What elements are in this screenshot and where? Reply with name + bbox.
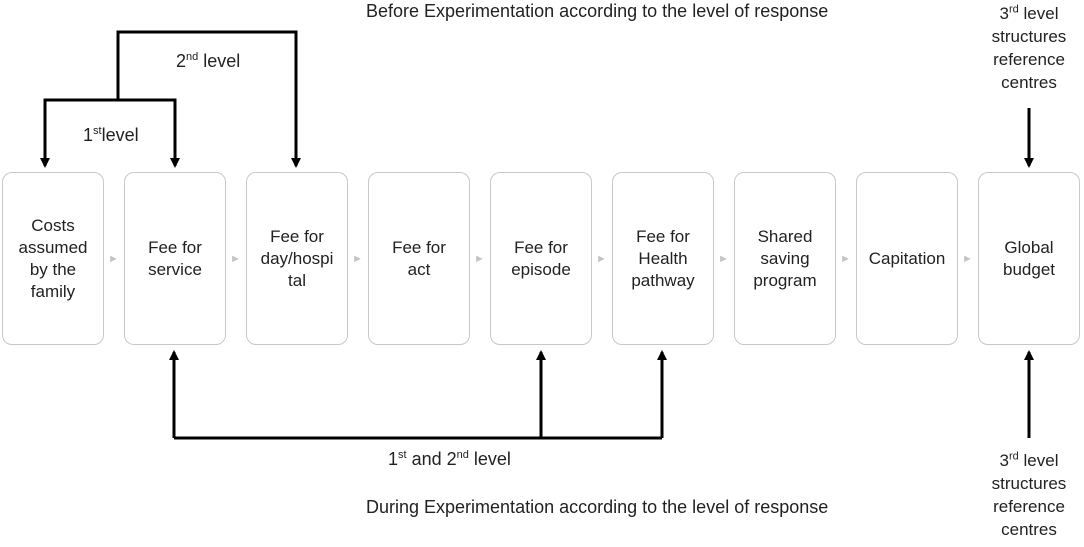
- first-level-bracket-right: [118, 98, 180, 168]
- box-capitation: Capitation: [856, 172, 958, 345]
- box-fee-for-act: Fee for act: [368, 172, 470, 345]
- chevron-right-icon: ►: [718, 253, 729, 265]
- chevron-right-icon: ►: [962, 253, 973, 265]
- chevron-right-icon: ►: [230, 253, 241, 265]
- chevron-right-icon: ►: [596, 253, 607, 265]
- top-heading: Before Experimentation according to the …: [366, 1, 829, 21]
- first-level-label: 1stlevel: [83, 125, 139, 145]
- box-costs-family: Costs assumed by the family: [2, 172, 104, 345]
- third-level-top-label: 3rd level structures reference centres: [991, 3, 1067, 92]
- third-level-bottom-label: 3rd level structures reference centres: [991, 450, 1067, 539]
- first-and-second-level-label: 1st and 2nd level: [388, 449, 511, 469]
- box-fee-for-health-pathway: Fee for Health pathway: [612, 172, 714, 345]
- box-global-budget: Global budget: [978, 172, 1080, 345]
- chevron-right-icon: ►: [108, 253, 119, 265]
- chevron-right-icon: ►: [352, 253, 363, 265]
- first-level-bracket-left: [40, 98, 118, 168]
- chevron-right-icon: ►: [474, 253, 485, 265]
- second-level-bracket: [116, 30, 301, 168]
- second-level-label: 2nd level: [176, 51, 241, 71]
- box-shared-saving-program: Shared saving program: [734, 172, 836, 345]
- box-fee-for-episode: Fee for episode: [490, 172, 592, 345]
- box-fee-for-day-hospital: Fee for day/hospi tal: [246, 172, 348, 345]
- box-fee-for-service: Fee for service: [124, 172, 226, 345]
- bottom-heading: During Experimentation according to the …: [366, 497, 829, 517]
- chevron-right-icon: ►: [840, 253, 851, 265]
